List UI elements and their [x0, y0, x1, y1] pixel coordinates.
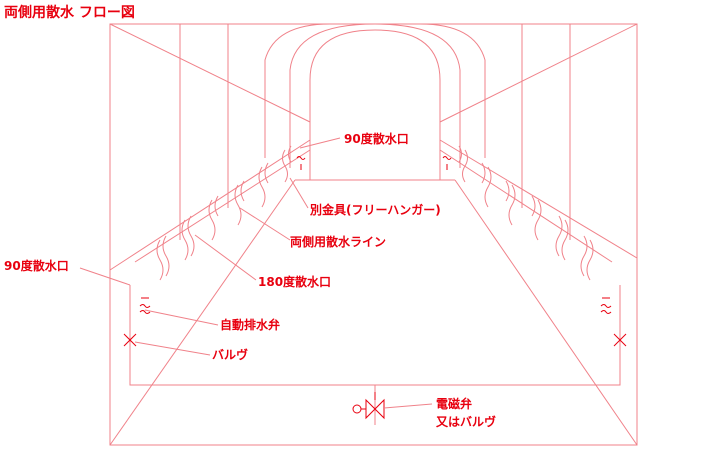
perspective-line-tr — [439, 23, 638, 123]
drain-valve-icon — [600, 297, 612, 314]
label-spray-line: 両側用散水ライン — [290, 234, 386, 249]
spray-pattern-right — [458, 145, 594, 281]
spray-pipe-right — [439, 149, 613, 263]
nozzle-icon — [296, 156, 306, 170]
supply-loop-pipe — [129, 285, 621, 386]
leader-nozzle-90-left — [79, 267, 131, 286]
tunnel-arch-back — [309, 29, 441, 180]
label-solenoid-line1: 電磁弁 — [436, 396, 472, 411]
label-valve: バルヴ — [212, 347, 248, 362]
label-nozzle-180: 180度散水口 — [258, 274, 331, 289]
diagram-title: 両側用散水 フロー図 — [4, 4, 135, 21]
perspective-line-tl — [109, 23, 311, 123]
spray-pipe-left — [134, 149, 311, 263]
tunnel-arch-3-left — [264, 23, 331, 158]
label-solenoid-line2: 又はバルヴ — [435, 414, 496, 429]
leader-solenoid — [383, 403, 433, 409]
leader-spray-line — [239, 207, 291, 241]
manual-valve-icon — [613, 333, 627, 347]
leader-valve — [134, 341, 211, 356]
manual-valve-icon — [123, 333, 137, 347]
wall-base-right — [439, 139, 638, 259]
label-nozzle-90-upper: 90度散水口 — [344, 131, 409, 146]
label-auto-drain: 自動排水弁 — [220, 317, 280, 332]
drain-valve-icon — [139, 297, 151, 314]
spray-pattern-left — [156, 145, 292, 281]
leader-hanger — [289, 177, 309, 209]
label-hanger: 別金具(フリーハンガー) — [309, 202, 441, 217]
tunnel-arch-3-right — [419, 23, 486, 158]
floor-line-left — [109, 179, 296, 446]
leader-auto-drain — [144, 309, 219, 326]
leader-nozzle-180 — [194, 234, 257, 281]
floor-line-right — [454, 179, 638, 446]
nozzle-icon — [442, 156, 452, 170]
leader-nozzle-90-upper — [299, 137, 341, 149]
tunnel-arch-2 — [289, 23, 461, 168]
label-nozzle-90-left: 90度散水口 — [4, 258, 69, 273]
solenoid-valve-icon — [352, 392, 385, 420]
